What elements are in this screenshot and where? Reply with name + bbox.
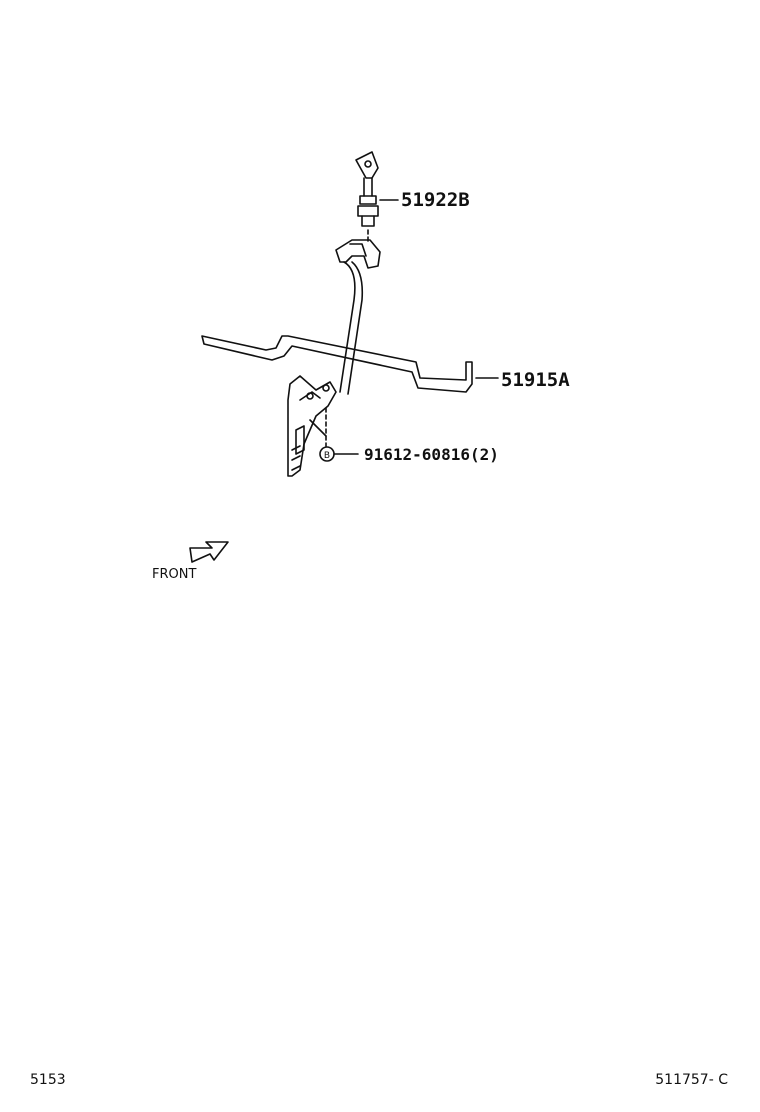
bolt-marker-letter: B — [324, 451, 330, 461]
callout-51922: 51922B — [401, 189, 470, 211]
callout-51915: 51915A — [501, 369, 570, 391]
front-arrow-icon — [189, 541, 229, 563]
stabilizer-bar-51915 — [201, 335, 473, 393]
upper-bracket — [335, 239, 381, 269]
bolt-51922-drawing — [355, 151, 379, 245]
support-rod — [339, 261, 364, 395]
front-label: FRONT — [152, 567, 196, 582]
page-number: 5153 — [30, 1072, 66, 1088]
bolt-marker-circle — [319, 446, 335, 462]
lower-bracket — [287, 375, 337, 477]
diagram-code: 511757- C — [655, 1072, 728, 1088]
callout-bolt: 91612-60816(2) — [364, 445, 499, 464]
